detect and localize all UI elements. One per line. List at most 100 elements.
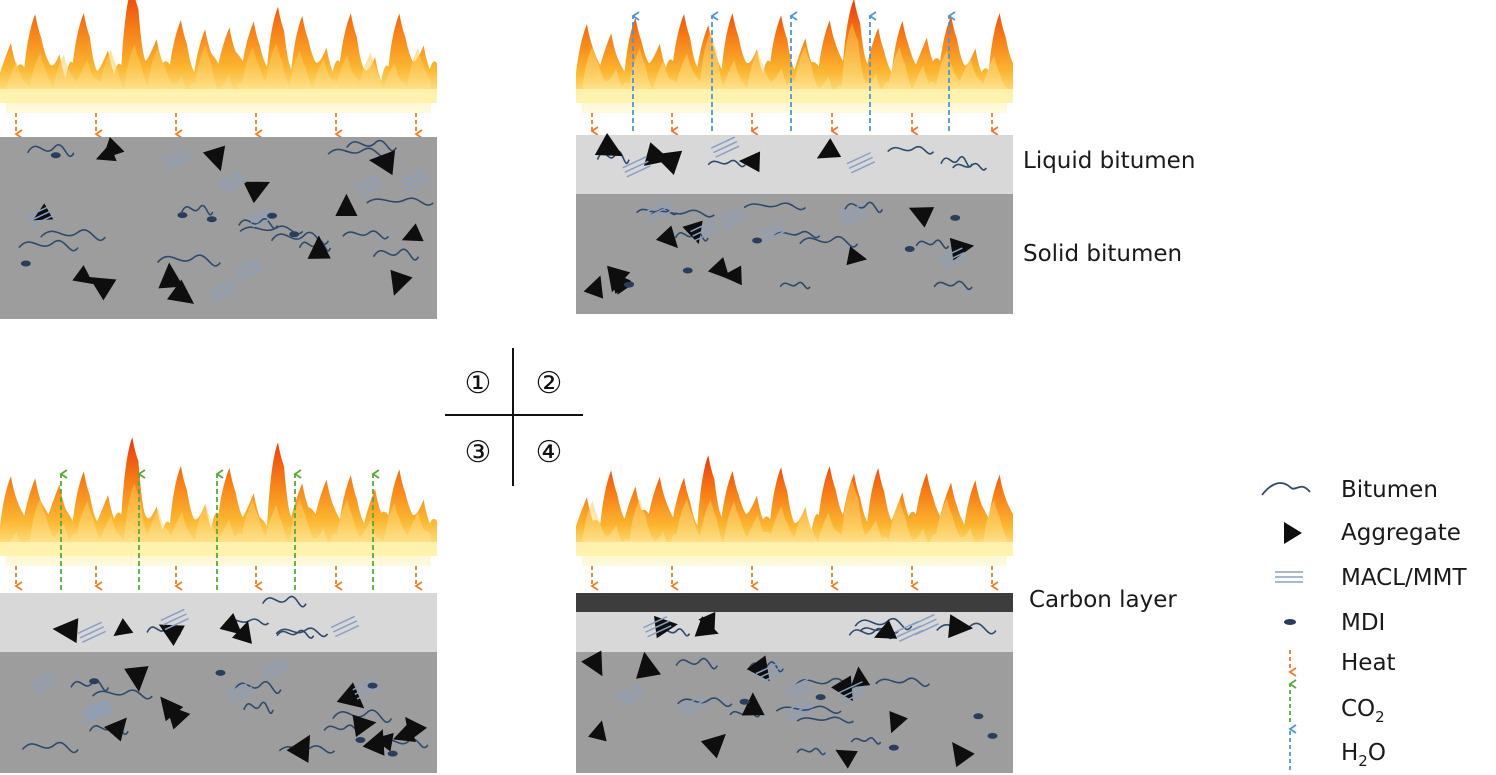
aggregate-particle (202, 145, 226, 172)
bitumen-strand (181, 204, 214, 216)
aggregate-particle (352, 714, 377, 737)
legend-bitumen-label: Bitumen (1341, 477, 1438, 503)
mdi-particle (950, 214, 961, 221)
mdi-particle (904, 246, 915, 253)
bitumen-strand (887, 145, 935, 155)
macl-particle (160, 608, 189, 631)
aggregate-particle (368, 150, 396, 176)
panel-1 (0, 0, 437, 319)
flame-base (0, 542, 437, 556)
aggregate-particle (594, 132, 623, 157)
bitumen-strand (915, 239, 950, 249)
aggregate-particle (694, 616, 719, 637)
aggregate-particle (655, 225, 678, 249)
mdi-particle (20, 260, 31, 267)
mdi-particle (973, 713, 984, 720)
bitumen-strand (675, 657, 718, 670)
liquid-bitumen-layer (576, 612, 1013, 652)
legend-h2o-sub: 2 (1358, 752, 1368, 770)
bitumen-strand (243, 701, 274, 714)
aggregate-particle (390, 269, 413, 296)
macl-particle (162, 147, 192, 170)
macl-particle (622, 156, 651, 178)
panel-3 (0, 437, 437, 773)
legend: Bitumen Aggregate MACL/MMT MDI Heat CO2 … (1261, 477, 1467, 770)
bitumen-strand (366, 197, 434, 206)
bitumen-strand (276, 629, 315, 639)
bitumen-strand (332, 709, 393, 723)
mdi-particle (752, 237, 763, 244)
bitumen-strand (278, 745, 336, 754)
bitumen-strand (261, 595, 307, 608)
bitumen-strand (372, 248, 420, 261)
legend-aggregate-icon (1284, 522, 1302, 544)
aggregate-particle (307, 235, 331, 259)
bitumen-strand (933, 280, 973, 290)
bitumen-strand (936, 622, 997, 635)
macl-particle (82, 699, 111, 722)
bitumen-strand (156, 254, 221, 267)
macl-particle (910, 613, 939, 636)
aggregate-particle (104, 717, 127, 742)
aggregate-particle (72, 265, 94, 285)
mdi-particle (267, 212, 278, 219)
macl-particle (77, 621, 107, 644)
bitumen-strand (238, 218, 279, 229)
macl-particle (217, 172, 247, 194)
aggregate-particle (682, 220, 703, 245)
mdi-particle (177, 212, 188, 219)
aggregate-particle (336, 682, 365, 709)
aggregate-particle (286, 734, 311, 763)
flame-base (0, 89, 437, 103)
aggregate-particle (816, 138, 842, 159)
liquid-bitumen-layer (0, 593, 437, 652)
solid-bitumen-layer (576, 194, 1013, 314)
macl-particle (225, 681, 255, 704)
aggregate-particle (874, 619, 898, 639)
mdi-particle (367, 682, 378, 689)
aggregate-particle (741, 692, 765, 716)
bitumen-strand (21, 741, 79, 754)
aggregate-particle (908, 207, 935, 228)
aggregate-particle (166, 704, 191, 730)
bitumen-strand (346, 139, 397, 152)
mdi-particle (89, 678, 100, 685)
macl-particle (785, 699, 814, 721)
mdi-particle (289, 231, 300, 238)
aggregate-particle (889, 710, 908, 734)
bitumen-strand (940, 156, 973, 168)
panel-2 (576, 0, 1013, 314)
aggregate-particle (707, 257, 730, 280)
macl-particle (615, 684, 645, 707)
legend-h2o-label: H2O (1341, 740, 1386, 770)
quadrant-label-2: ② (536, 366, 563, 401)
mdi-particle (387, 750, 398, 757)
legend-mdi-icon (1284, 619, 1296, 625)
legend-aggregate-label: Aggregate (1341, 520, 1461, 546)
bitumen-strand (796, 716, 854, 724)
bitumen-strand (40, 229, 106, 241)
bitumen-strand (650, 209, 715, 218)
aggregate-particle (581, 650, 603, 677)
legend-co2-sub: 2 (1375, 708, 1385, 726)
aggregate-particle (850, 666, 871, 688)
bitumen-strand (677, 697, 733, 707)
solid-bitumen-label: Solid bitumen (1023, 241, 1182, 267)
bitumen-strand (850, 737, 882, 745)
bitumen-strand (275, 627, 329, 638)
flame-base (576, 542, 1013, 556)
flame-base (576, 89, 1013, 103)
bitumen-strand (342, 230, 390, 240)
macl-particle (838, 681, 868, 703)
legend-h2o-text: H (1341, 740, 1358, 766)
macl-particle (938, 247, 967, 269)
aggregate-particle (698, 611, 716, 633)
aggregate-particle (653, 150, 683, 176)
bitumen-strand (26, 144, 75, 157)
bitumen-strand (844, 201, 884, 213)
bitumen-strand (91, 689, 153, 700)
macl-particle (643, 616, 672, 638)
aggregate-particle (219, 612, 243, 635)
bitumen-strand (707, 159, 746, 168)
panel-4 (576, 455, 1013, 773)
